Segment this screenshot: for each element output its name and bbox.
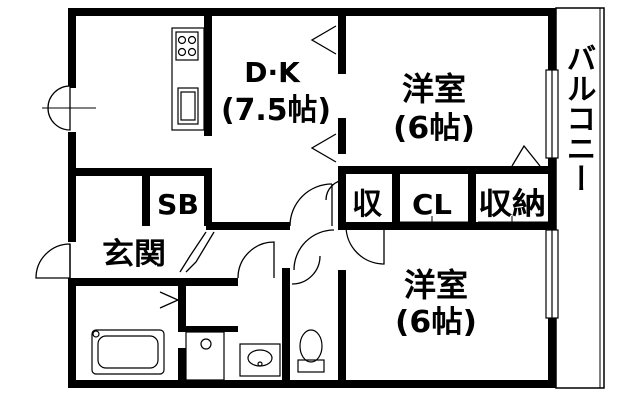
folding-door-1 [310,25,337,55]
door-washroom [237,241,275,279]
western-room-2-size: (6帖) [395,305,477,340]
western-room-1-size: (6帖) [393,111,475,146]
bathtub [91,329,165,375]
closet-label: CL [412,188,452,221]
toilet-bowl [299,329,323,363]
kitchen-sink [177,87,199,125]
bathroom-fixtures [91,329,325,381]
storage-label: 収納 [478,187,546,222]
toilet-tank [297,359,325,373]
dk-size: (7.5帖) [221,93,331,128]
windows [545,69,559,319]
door-western-2 [345,225,385,265]
folding-door-3 [179,231,207,273]
washbasin [239,343,281,377]
dk-name: D·K [244,56,301,89]
storage-door [511,144,541,167]
closet-rails [400,216,548,228]
room-labels: D·K (7.5帖) 洋室 (6帖) SB 収 CL 収納 玄関 洋室 (6帖)… [102,43,596,340]
balcony [555,7,605,389]
western-room-2-name: 洋室 [404,266,468,304]
door-dk [289,183,333,227]
walls [68,8,556,388]
stove [175,31,199,61]
sb-label: SB [157,188,199,221]
folding-door-2 [310,133,337,163]
storage-small-label: 収 [352,187,383,222]
washing-machine-area [185,331,225,381]
entrance-label: 玄関 [102,237,166,272]
door-toilet [291,255,321,285]
door-entrance [35,243,71,279]
balcony-label: バルコニー [561,43,596,193]
door-storage-small [325,179,347,201]
doors [35,25,541,309]
kitchen-counter [171,27,205,131]
door-corridor [293,229,335,271]
folding-door-4 [159,291,180,309]
western-room-1-name: 洋室 [402,70,466,108]
